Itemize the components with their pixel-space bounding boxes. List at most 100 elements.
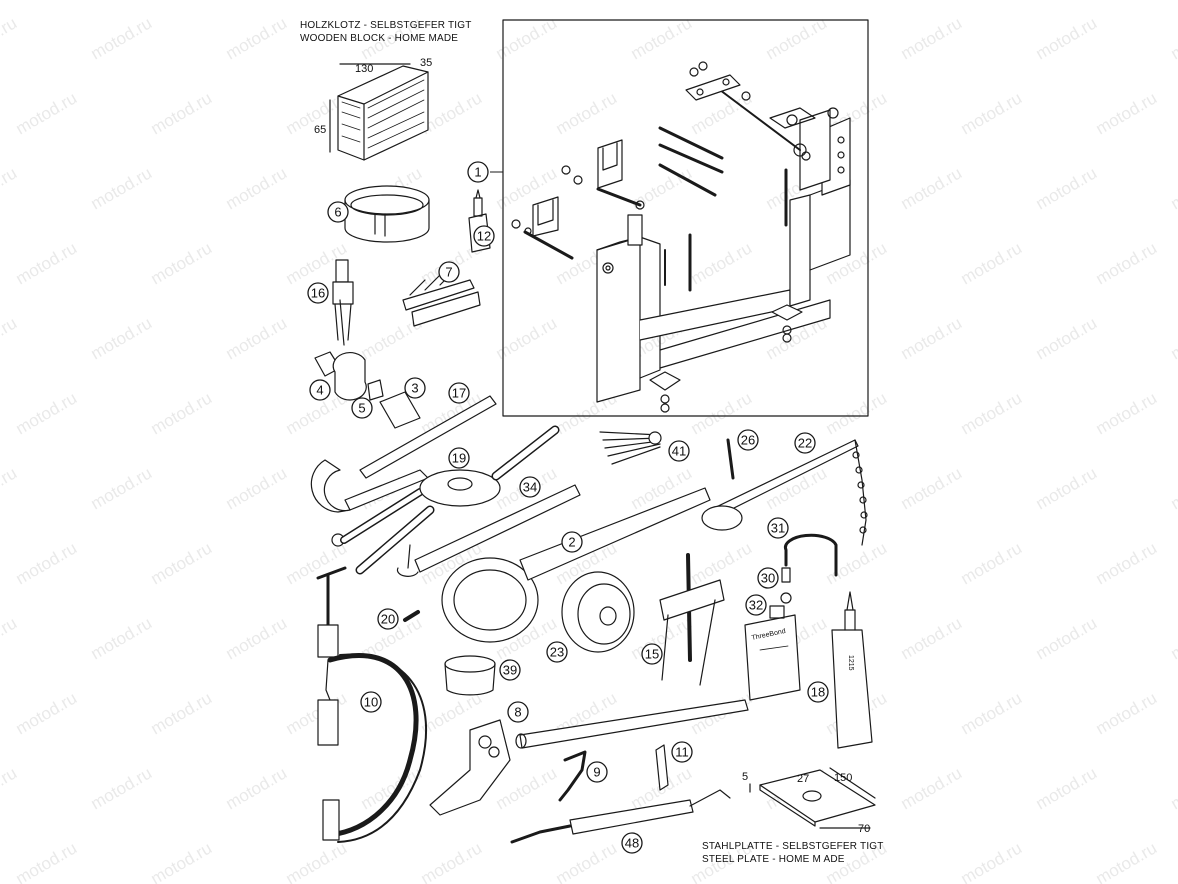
callout-part-15: 15 — [641, 643, 663, 665]
callout-circle — [438, 261, 460, 283]
steel-plate — [749, 767, 876, 829]
callout-part-22: 22 — [794, 432, 816, 454]
callout-circle — [519, 476, 541, 498]
callout-part-9: 9 — [586, 761, 608, 783]
bracket-plate — [429, 719, 511, 816]
flywheel-puller-23 — [561, 571, 635, 653]
callout-number: 2 — [568, 535, 575, 550]
dim-plate-width: 70 — [858, 823, 870, 835]
callout-circle — [499, 659, 521, 681]
callout-circle — [586, 761, 608, 783]
callout-circle — [737, 429, 759, 451]
callout-number: 22 — [798, 436, 812, 451]
callout-circle — [757, 567, 779, 589]
callout-part-8: 8 — [507, 701, 529, 723]
callout-circle — [671, 741, 693, 763]
callout-circle — [668, 440, 690, 462]
callout-circle — [327, 201, 349, 223]
callout-part-18: 18 — [807, 681, 829, 703]
callout-circle — [767, 517, 789, 539]
callout-part-17: 17 — [448, 382, 470, 404]
callout-number: 20 — [381, 612, 395, 627]
holding-spanner-2 — [441, 487, 711, 643]
callout-circle — [794, 432, 816, 454]
callout-number: 15 — [645, 647, 659, 662]
plate-part-34 — [396, 484, 581, 577]
callout-circle — [404, 377, 426, 399]
sealant-tube-18 — [831, 591, 873, 749]
callout-part-31: 31 — [767, 517, 789, 539]
callout-circle — [377, 608, 399, 630]
callout-part-7: 7 — [438, 261, 460, 283]
dim-block-length: 130 — [355, 63, 373, 75]
bushing-part-39 — [444, 655, 496, 696]
callout-part-48: 48 — [621, 832, 643, 854]
tube-code-label: 1215 — [847, 655, 854, 671]
callout-part-16: 16 — [307, 282, 329, 304]
callout-circle — [448, 382, 470, 404]
callout-part-20: 20 — [377, 608, 399, 630]
engine-stand-assembly — [511, 61, 851, 413]
callout-circle — [546, 641, 568, 663]
callout-circle — [448, 447, 470, 469]
callout-number: 19 — [452, 451, 466, 466]
callout-number: 12 — [477, 229, 491, 244]
callout-part-30: 30 — [757, 567, 779, 589]
bar-part-8 — [515, 699, 749, 749]
hook-part-9 — [558, 750, 587, 802]
gear-puller-15 — [659, 553, 725, 686]
callout-circle — [473, 225, 495, 247]
callout-circle — [621, 832, 643, 854]
wooden-block — [329, 63, 429, 161]
c-clamp-10 — [322, 653, 428, 843]
threebond-bottle — [744, 605, 801, 701]
callout-number: 5 — [358, 401, 365, 416]
screw-part-20 — [403, 610, 420, 622]
callout-circle — [351, 397, 373, 419]
callout-part-5: 5 — [351, 397, 373, 419]
callout-number: 31 — [771, 521, 785, 536]
callout-circle — [360, 691, 382, 713]
callout-circle — [467, 161, 489, 183]
callout-circle — [507, 701, 529, 723]
callout-number: 9 — [593, 765, 600, 780]
fittings-30-32 — [780, 567, 792, 604]
adapter-parts-4-5-3 — [314, 351, 421, 429]
callout-part-32: 32 — [745, 594, 767, 616]
callout-number: 41 — [672, 444, 686, 459]
dim-plate-length: 150 — [834, 772, 852, 784]
callout-part-19: 19 — [448, 447, 470, 469]
callout-part-6: 6 — [327, 201, 349, 223]
callout-number: 18 — [811, 685, 825, 700]
callout-part-1: 1 — [467, 161, 489, 183]
callout-number: 16 — [311, 286, 325, 301]
puller-part-16 — [332, 259, 354, 346]
pin-part-26 — [726, 438, 735, 480]
callout-number: 32 — [749, 598, 763, 613]
callout-circle — [807, 681, 829, 703]
insert-part-11 — [655, 744, 669, 791]
callout-circle — [641, 643, 663, 665]
callout-circle — [309, 379, 331, 401]
bar-part-17 — [359, 395, 497, 479]
grease-gun-48 — [510, 789, 731, 844]
callout-part-3: 3 — [404, 377, 426, 399]
steel-caption-line1: STAHLPLATTE - SELBSTGEFER TIGT — [702, 841, 884, 852]
callout-number: 30 — [761, 571, 775, 586]
tap-wrench-19 — [355, 425, 560, 575]
callout-part-10: 10 — [360, 691, 382, 713]
callout-number: 3 — [411, 381, 418, 396]
callout-number: 6 — [334, 205, 341, 220]
callout-number: 11 — [675, 745, 689, 760]
callout-part-39: 39 — [499, 659, 521, 681]
t-handle-tool — [316, 566, 347, 746]
callout-part-41: 41 — [668, 440, 690, 462]
callout-number: 10 — [364, 695, 378, 710]
callout-part-12: 12 — [473, 225, 495, 247]
engine-stand-frame-box — [502, 19, 869, 417]
feeler-gauge-41 — [599, 431, 662, 465]
dim-plate-thickness: 5 — [742, 771, 748, 783]
callout-circle — [561, 531, 583, 553]
